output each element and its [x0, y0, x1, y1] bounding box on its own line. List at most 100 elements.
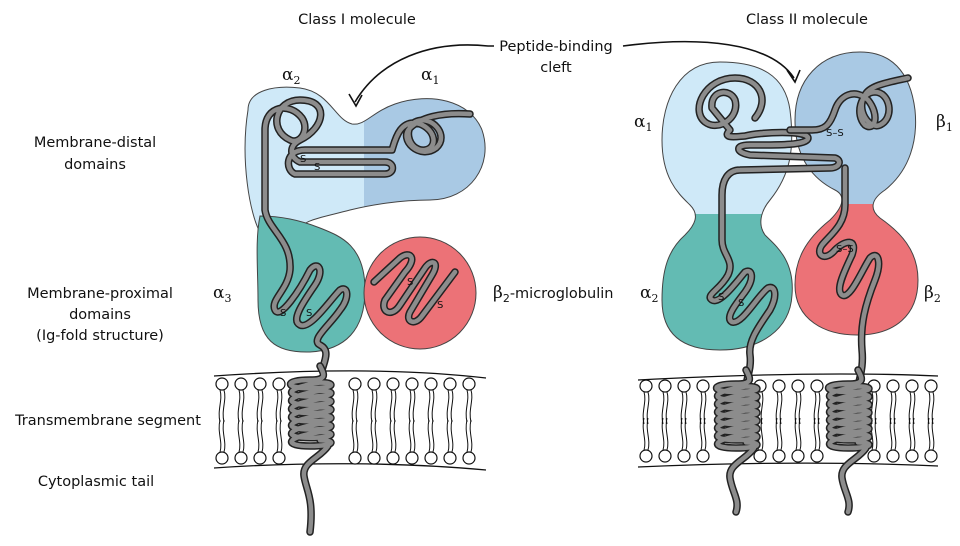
disulfide-label: S: [314, 162, 320, 173]
lipid-head: [253, 377, 267, 391]
lipid-tail: [370, 389, 374, 423]
lipid-tail: [680, 417, 684, 451]
class-i-title: Class I molecule: [298, 12, 416, 28]
lipid-bilayer: [215, 377, 938, 465]
lipid-tail: [889, 417, 893, 451]
lipid-head: [215, 451, 229, 465]
lipid-head: [639, 379, 653, 393]
lipid-head: [924, 449, 938, 463]
lipid-head: [905, 449, 919, 463]
lipid-tail: [408, 419, 412, 453]
lipid-head: [253, 451, 267, 465]
callout-arrow-class-ii: [622, 40, 795, 79]
callout-label-line1: Peptide-binding: [499, 39, 612, 55]
lipid-head: [810, 449, 824, 463]
lipid-tail: [874, 417, 878, 451]
lipid-tail: [931, 417, 935, 451]
disulfide-label: S: [407, 277, 413, 288]
lipid-tail: [817, 417, 821, 451]
lipid-tail: [393, 419, 397, 453]
label-membrane-proximal: Membrane-proximal: [27, 286, 173, 302]
lipid-tail: [450, 389, 454, 423]
lipid-tail: [798, 417, 802, 451]
disulfide-label: S: [718, 292, 724, 303]
lipid-head: [367, 377, 381, 391]
class-i-polypeptide-chain: [261, 96, 474, 374]
lipid-head: [639, 449, 653, 463]
lipid-tail: [260, 389, 264, 423]
lipid-tail: [646, 417, 650, 451]
lipid-head: [696, 449, 710, 463]
label-membrane-proximal-2: domains: [69, 307, 131, 323]
lipid-head: [791, 379, 805, 393]
lipid-head: [443, 377, 457, 391]
lipid-tail: [450, 419, 454, 453]
lipid-tail: [256, 389, 260, 423]
lipid-tail: [374, 389, 378, 423]
lipid-tail: [218, 419, 222, 453]
lipid-tail: [374, 419, 378, 453]
lipid-tail: [893, 417, 897, 451]
lipid-head: [867, 449, 881, 463]
class-ii-beta2-label: β2: [924, 283, 941, 305]
lipid-tail: [412, 389, 416, 423]
class-ii-alpha1-label: α1: [634, 112, 652, 134]
lipid-head: [462, 377, 476, 391]
lipid-head: [234, 451, 248, 465]
lipid-tail: [412, 419, 416, 453]
disulfide-label: S: [280, 308, 286, 319]
lipid-tail: [446, 419, 450, 453]
lipid-head: [886, 449, 900, 463]
label-membrane-distal: Membrane-distal: [34, 135, 156, 151]
callout-label-line2: cleft: [540, 60, 572, 76]
lipid-tail: [408, 389, 412, 423]
lipid-head: [905, 379, 919, 393]
lipid-tail: [703, 417, 707, 451]
alpha2-label: α2: [282, 65, 300, 87]
class-ii-alpha2-label: α2: [640, 283, 658, 305]
lipid-head: [443, 451, 457, 465]
lipid-tail: [370, 419, 374, 453]
lipid-tail: [389, 419, 393, 453]
class-ii-membrane: [637, 373, 939, 468]
disulfide-label: S–S: [836, 244, 854, 255]
lipid-tail: [279, 389, 283, 423]
alpha1-label: α1: [421, 65, 439, 87]
disulfide-label: S–S: [826, 128, 844, 139]
disulfide-label: S: [738, 298, 744, 309]
lipid-tail: [431, 419, 435, 453]
lipid-head: [810, 379, 824, 393]
class-ii-molecule: S–S S–S S S α1 β1 α2 β2: [634, 51, 953, 394]
b2-microglobulin-label: β2-microglobulin: [493, 283, 613, 305]
label-ig-fold: (Ig-fold structure): [36, 328, 164, 344]
lipid-tail: [775, 417, 779, 451]
lipid-tail: [275, 419, 279, 453]
lipid-tail: [355, 389, 359, 423]
lipid-head: [405, 377, 419, 391]
lipid-tail: [256, 419, 260, 453]
lipid-tail: [279, 419, 283, 453]
alpha3-domain: [256, 215, 366, 353]
lipid-head: [924, 379, 938, 393]
lipid-head: [753, 449, 767, 463]
lipid-tail: [684, 417, 688, 451]
transmembrane-helix: [288, 363, 333, 535]
lipid-head: [772, 449, 786, 463]
lipid-tail: [241, 419, 245, 453]
lipid-tail: [446, 389, 450, 423]
lipid-tail: [465, 419, 469, 453]
lipid-tail: [813, 417, 817, 451]
lipid-tail: [431, 389, 435, 423]
label-transmembrane: Transmembrane segment: [14, 413, 201, 429]
transmembrane-helix: [714, 367, 759, 515]
arrowhead-icon: [348, 93, 363, 108]
lipid-tail: [699, 417, 703, 451]
disulfide-label: S: [300, 154, 306, 165]
lipid-tail: [222, 419, 226, 453]
lipid-tail: [393, 389, 397, 423]
lipid-head: [886, 379, 900, 393]
lipid-head: [462, 451, 476, 465]
lipid-head: [386, 451, 400, 465]
lipid-tail: [665, 417, 669, 451]
lipid-tail: [779, 417, 783, 451]
